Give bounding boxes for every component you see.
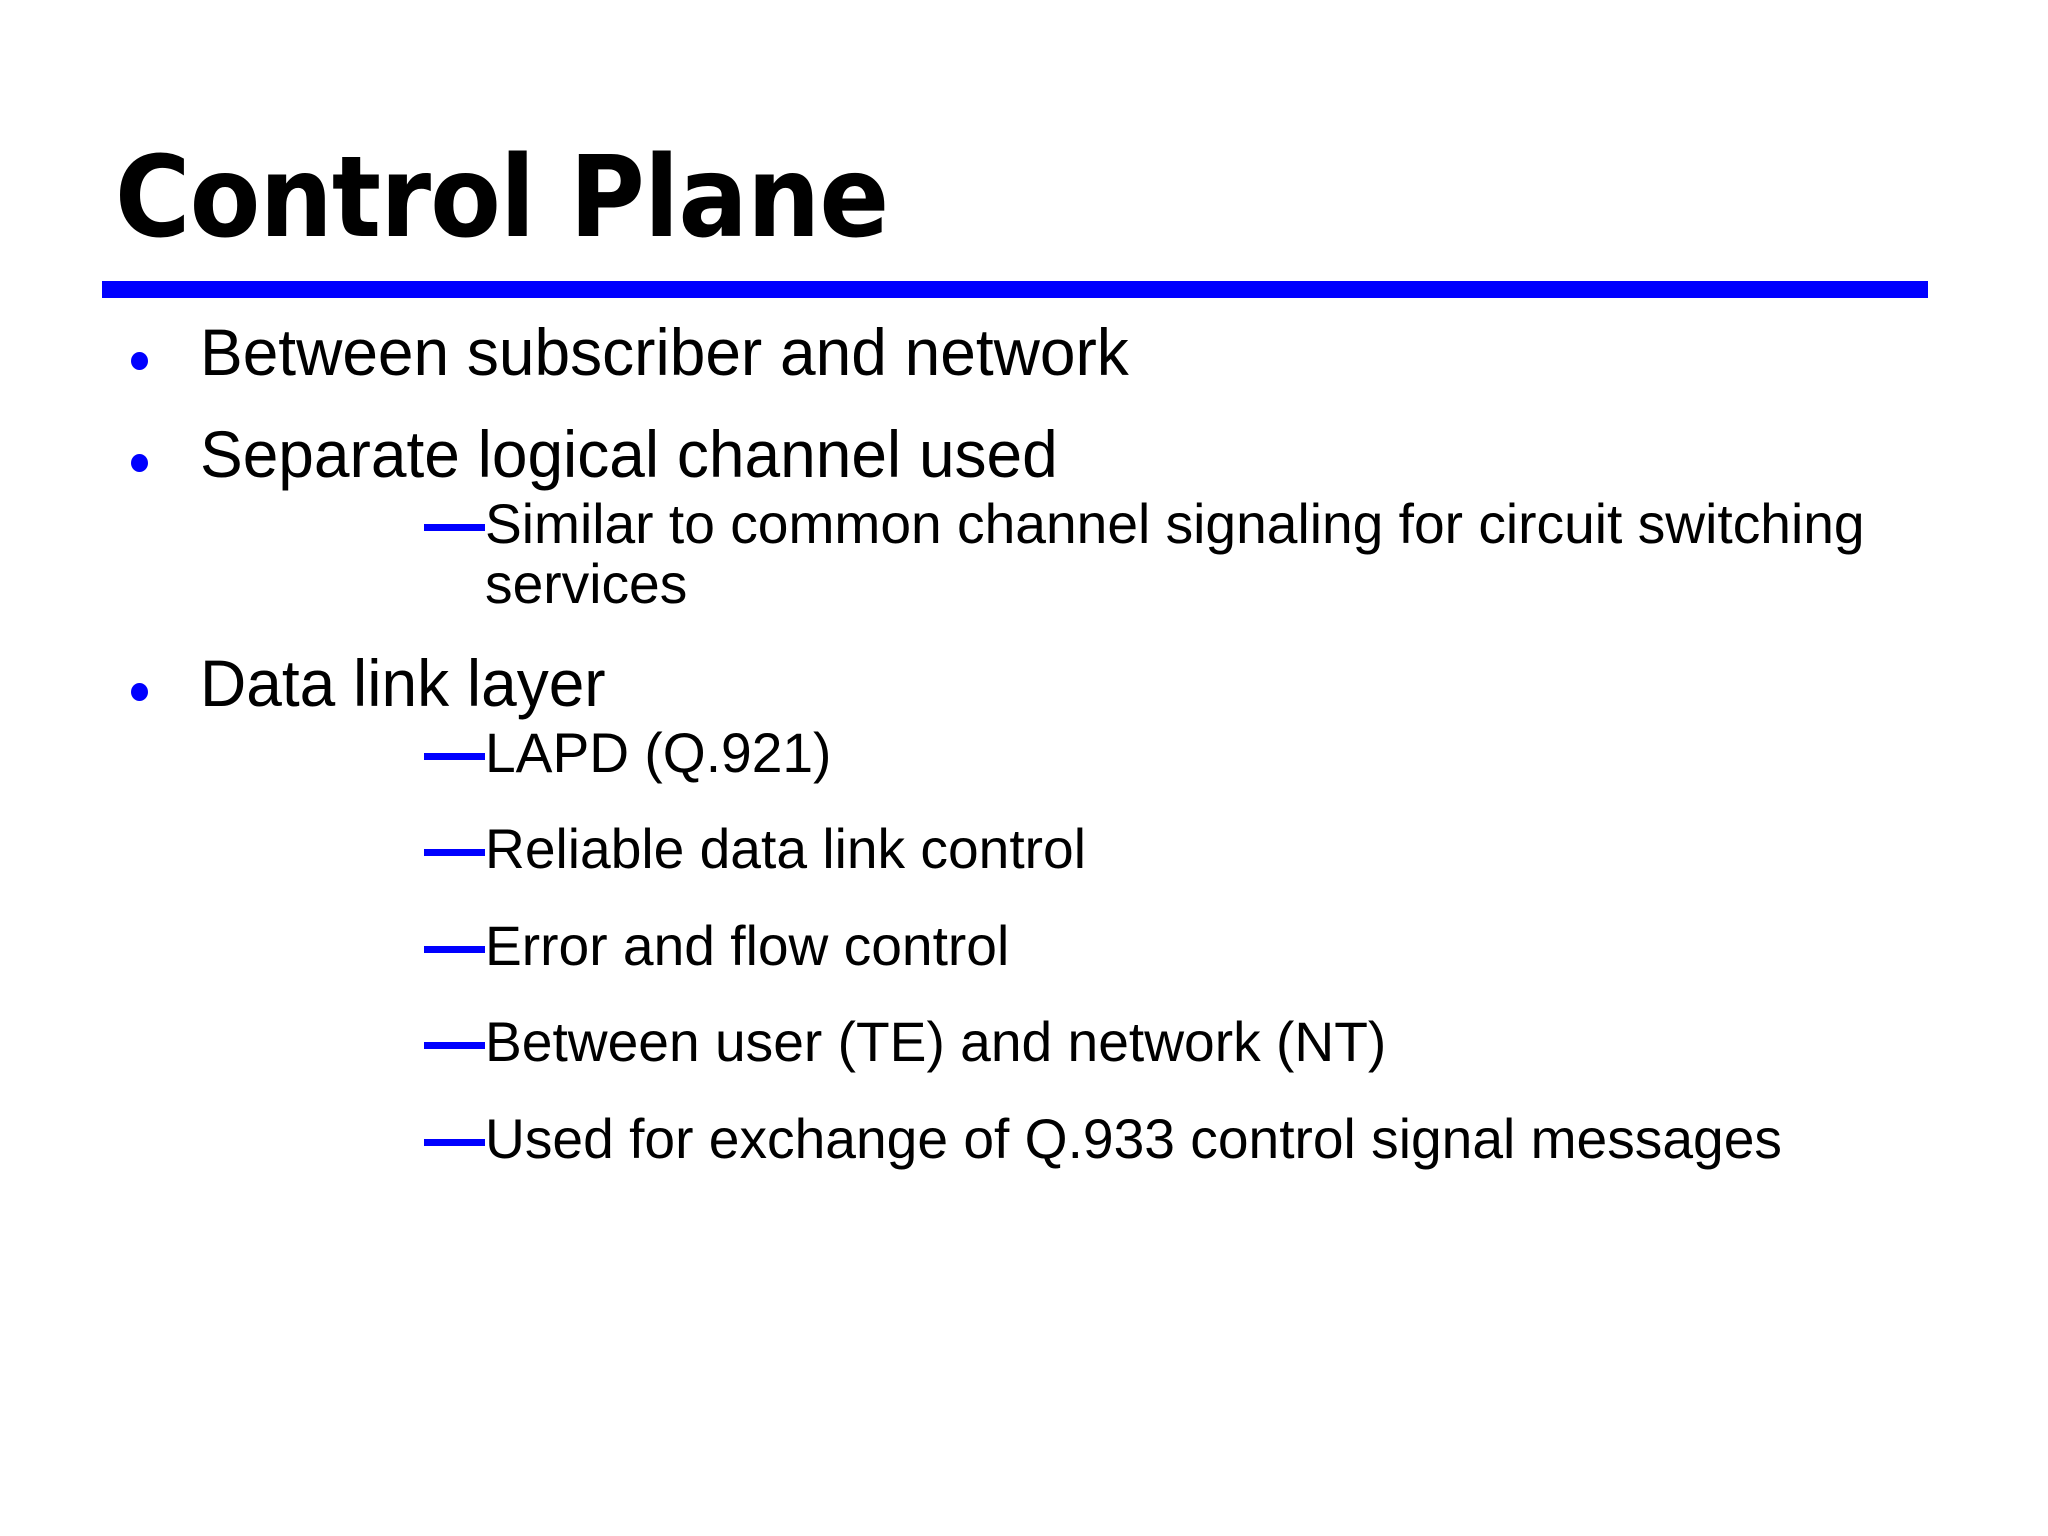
- list-item: Between subscriber and network: [0, 315, 2048, 394]
- list-item: Separate logical channel used Similar to…: [0, 417, 2048, 616]
- bullet-dot-icon: [131, 682, 148, 701]
- bullet-dot-icon: [131, 454, 148, 472]
- sub-list-item: Between user (TE) and network (NT): [200, 1010, 2048, 1074]
- bullet-dash-icon: [424, 945, 485, 953]
- bullet-dash-icon: [424, 523, 485, 531]
- sub-list-item-label: Error and flow control: [485, 913, 1010, 977]
- bullet-dash-icon: [424, 752, 485, 760]
- sub-list-item-label: Between user (TE) and network (NT): [485, 1010, 1387, 1074]
- list-item: Data link layer LAPD (Q.921) Reliable da…: [0, 645, 2048, 1170]
- sub-list-item: Error and flow control: [200, 913, 2048, 977]
- bullet-dash-icon: [424, 1042, 485, 1050]
- bullet-dash-icon: [424, 849, 485, 857]
- title-divider-rule: [102, 281, 1928, 298]
- list-item-label: Separate logical channel used: [200, 417, 1058, 491]
- sub-outline-list: LAPD (Q.921) Reliable data link control …: [200, 720, 2048, 1170]
- sub-list-item-label: Reliable data link control: [485, 817, 1086, 881]
- sub-outline-list: Similar to common channel signaling for …: [200, 491, 2048, 616]
- slide-body: Between subscriber and network Separate …: [0, 315, 2048, 1205]
- list-item-label: Between subscriber and network: [200, 315, 1129, 389]
- sub-list-item-label: Used for exchange of Q.933 control signa…: [485, 1106, 1782, 1170]
- sub-list-item: Used for exchange of Q.933 control signa…: [200, 1106, 2048, 1170]
- sub-list-item: Similar to common channel signaling for …: [200, 491, 2048, 616]
- bullet-dash-icon: [424, 1138, 485, 1146]
- sub-list-item-label: LAPD (Q.921): [485, 720, 832, 784]
- sub-list-item: Reliable data link control: [200, 817, 2048, 881]
- bullet-dot-icon: [131, 352, 148, 370]
- sub-list-item-label: Similar to common channel signaling for …: [485, 491, 1865, 616]
- title-block: Control Plane: [102, 133, 1928, 263]
- outline-list: Between subscriber and network Separate …: [0, 315, 2048, 1170]
- sub-list-item: LAPD (Q.921): [200, 720, 2048, 784]
- page-title: Control Plane: [114, 133, 889, 263]
- list-item-label: Data link layer: [200, 645, 606, 720]
